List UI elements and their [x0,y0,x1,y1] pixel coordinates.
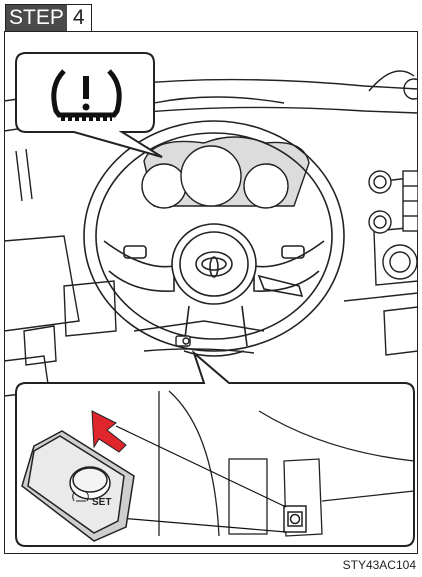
step-number: 4 [67,5,91,31]
step-word: STEP [6,5,67,31]
step-badge: STEP 4 [5,4,92,32]
dashboard-illustration: SET [4,31,418,554]
figure-code: STY43AC104 [343,558,416,572]
tpms-switch-location [176,336,190,346]
set-switch-detail [284,506,306,532]
instrument-cluster [142,137,309,208]
set-button-label: SET [92,497,111,508]
